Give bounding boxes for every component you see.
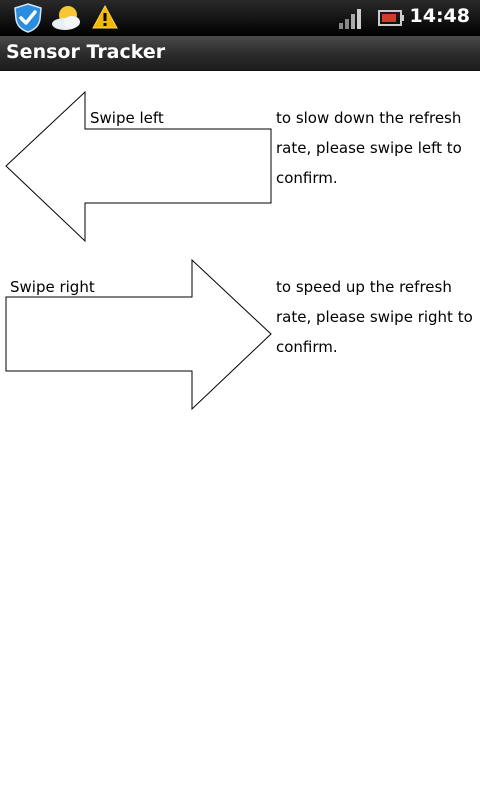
shield-check-icon: [12, 3, 44, 37]
status-bar: 14:48: [0, 0, 480, 36]
swipe-right-description: to speed up the refresh rate, please swi…: [276, 278, 473, 356]
swipe-left-label: Swipe left: [90, 109, 164, 127]
title-bar: Sensor Tracker: [0, 36, 480, 71]
swipe-left-description: to slow down the refresh rate, please sw…: [276, 109, 462, 187]
signal-icon: [338, 8, 362, 34]
right-arrow-icon[interactable]: [0, 254, 280, 414]
swipe-right-label: Swipe right: [10, 278, 95, 296]
left-arrow-icon[interactable]: [0, 86, 280, 246]
battery-icon: [378, 9, 404, 31]
status-time: 14:48: [409, 5, 470, 27]
warning-icon: [91, 3, 119, 35]
app-title: Sensor Tracker: [6, 41, 166, 63]
gesture-instructions: Swipe left to slow down the refresh rate…: [0, 71, 480, 800]
weather-sun-cloud-icon: [50, 3, 84, 37]
